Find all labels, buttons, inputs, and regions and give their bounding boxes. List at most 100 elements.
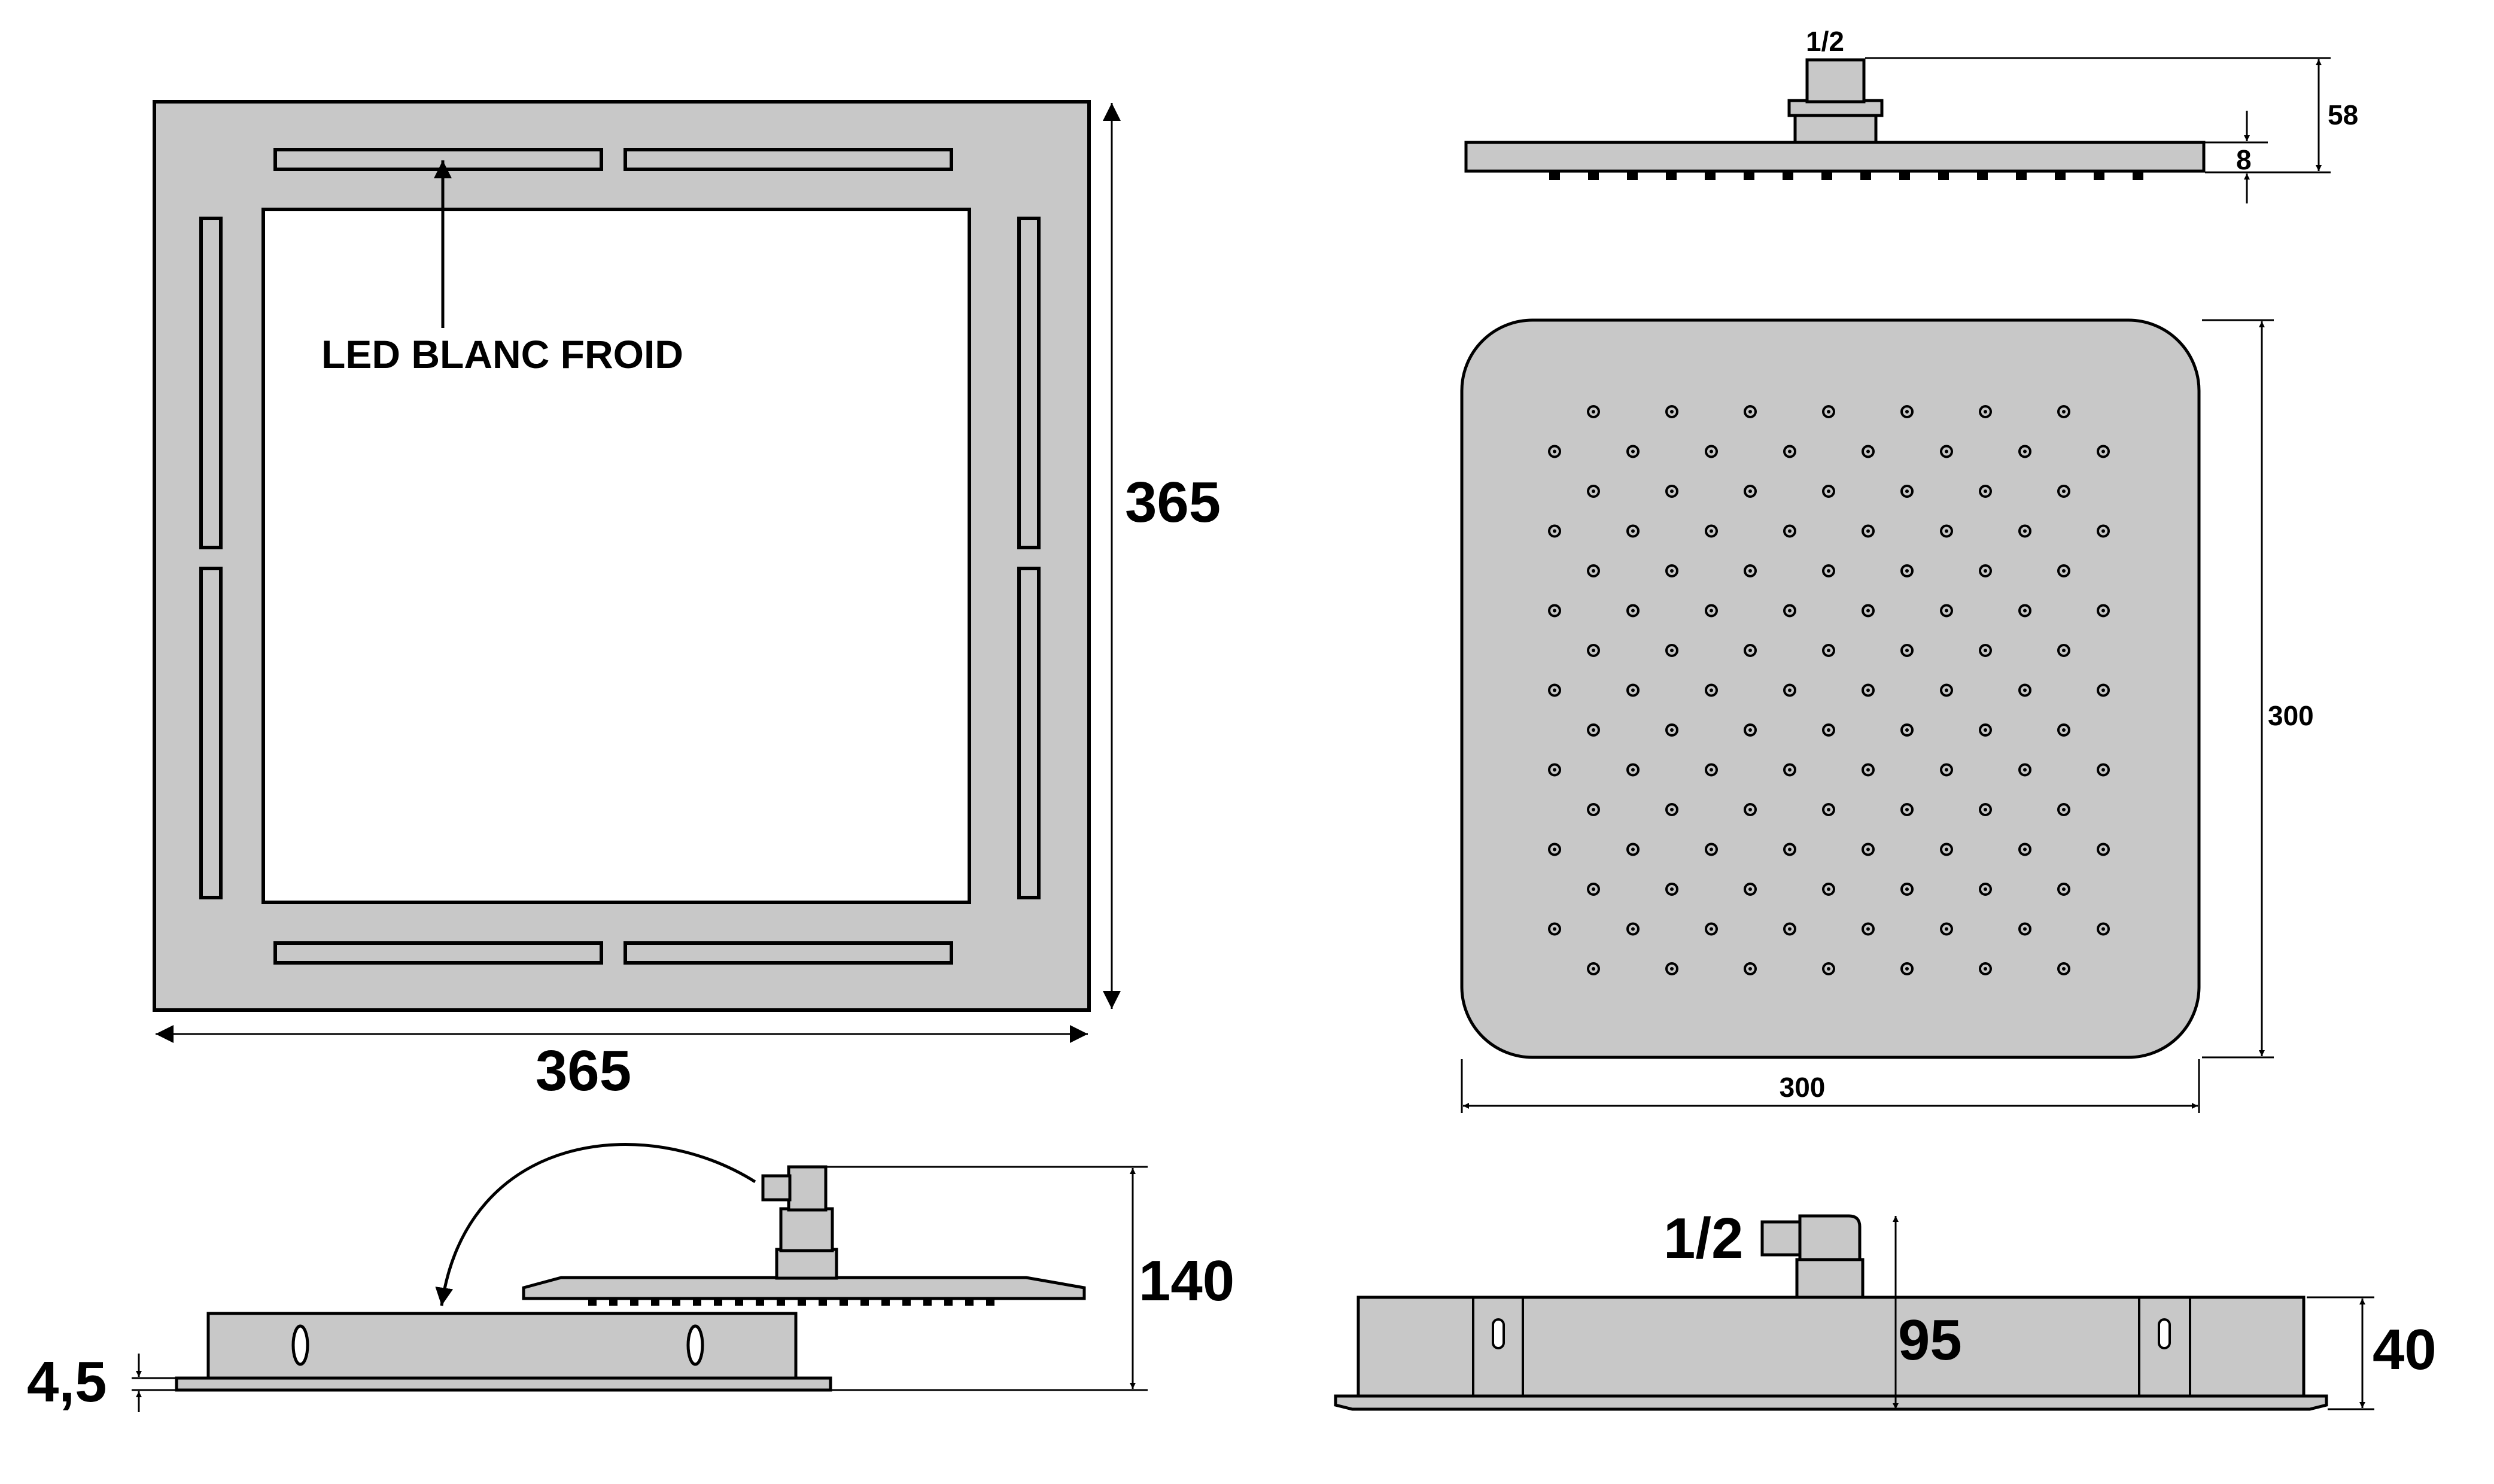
front-slot-right: [2158, 1318, 2171, 1349]
nozzle-center: [1748, 887, 1752, 891]
nozzle-center: [2101, 449, 2105, 454]
front-assembly-view: 1/2 95 40: [1334, 1206, 2437, 1411]
nozzle-center: [1553, 847, 1556, 852]
nozzle-center: [1788, 688, 1792, 692]
led-frame-view: LED BLANC FROID 365 365: [153, 100, 1221, 1103]
nozzle-center: [1670, 649, 1674, 652]
side-connector-nut: [779, 1207, 834, 1252]
nozzle-center: [1945, 768, 1948, 772]
nozzle-center: [2101, 927, 2105, 931]
slim-nozzle: [714, 1298, 722, 1306]
nozzle-center: [2023, 847, 2027, 852]
nozzle-center: [1866, 688, 1870, 692]
nozzle-center: [1553, 609, 1556, 613]
nozzle-center: [1984, 410, 1987, 413]
nozzle-center: [1945, 449, 1948, 454]
head-thread-label: 1/2: [1806, 26, 1844, 57]
nozzle-center: [1827, 728, 1830, 732]
nozzle-center: [1827, 967, 1830, 971]
nozzle-center: [1748, 808, 1752, 811]
nozzle-center: [1788, 609, 1792, 613]
side-total-height-label: 140: [1139, 1249, 1234, 1313]
nozzle-center: [2062, 489, 2066, 493]
box-slot-right: [686, 1324, 704, 1366]
led-strip-left-upper: [199, 217, 223, 549]
nozzle-center: [1592, 887, 1595, 891]
side-assembly-view: 140 4,5: [27, 1143, 1234, 1414]
nozzle-center: [1788, 927, 1792, 931]
nozzle-center: [1710, 927, 1713, 931]
profile-nozzle: [2094, 172, 2104, 180]
profile-nozzle: [1977, 172, 1988, 180]
slim-nozzle: [693, 1298, 701, 1306]
nozzle-center: [1984, 967, 1987, 971]
led-strip-bottom-right: [624, 941, 953, 965]
nozzle-center: [1631, 927, 1635, 931]
nozzle-center: [1905, 569, 1909, 573]
nozzle-center: [1945, 927, 1948, 931]
side-connector-inlet: [761, 1174, 792, 1202]
nozzle-center: [1984, 887, 1987, 891]
nozzle-center: [1945, 529, 1948, 533]
head-plate-thickness-label: 8: [2236, 144, 2252, 175]
nozzle-center: [1984, 649, 1987, 652]
slim-head-profile: [522, 1276, 1086, 1300]
nozzle-center: [1748, 967, 1752, 971]
frame-height-label: 365: [1125, 470, 1221, 534]
nozzle-center: [1553, 688, 1556, 692]
nozzle-center: [2062, 410, 2066, 413]
nozzle-center: [1710, 449, 1713, 454]
nozzle-center: [1710, 688, 1713, 692]
nozzle-center: [1905, 887, 1909, 891]
nozzle-center: [1905, 649, 1909, 652]
front-connector-elbow: [1798, 1214, 1862, 1261]
nozzle-center: [1748, 728, 1752, 732]
head-width-label: 300: [1780, 1072, 1826, 1103]
nozzle-center: [1984, 569, 1987, 573]
nozzle-center: [1827, 808, 1830, 811]
slim-nozzle: [735, 1298, 743, 1306]
nozzle-center: [1827, 569, 1830, 573]
led-strip-left-lower: [199, 567, 223, 899]
nozzle-center: [1710, 529, 1713, 533]
front-connector-nut: [1795, 1258, 1865, 1299]
profile-nozzle: [2133, 172, 2143, 180]
nozzle-center: [1984, 489, 1987, 493]
nozzle-center: [2062, 728, 2066, 732]
nozzle-center: [2101, 847, 2105, 852]
nozzle-center: [1827, 887, 1830, 891]
front-thread-label: 1/2: [1663, 1206, 1743, 1270]
nozzle-center: [1788, 529, 1792, 533]
led-strip-top-left: [273, 148, 603, 171]
slim-nozzle: [819, 1298, 827, 1306]
slim-nozzle: [944, 1298, 953, 1306]
profile-nozzle: [1783, 172, 1793, 180]
nozzle-center: [1553, 927, 1556, 931]
slim-nozzle: [860, 1298, 869, 1306]
mounting-plate: [175, 1376, 832, 1392]
nozzle-center: [1905, 728, 1909, 732]
slim-nozzle: [609, 1298, 618, 1306]
slim-nozzle: [651, 1298, 659, 1306]
slim-nozzle: [672, 1298, 680, 1306]
nozzle-center: [2062, 967, 2066, 971]
nozzle-center: [1670, 967, 1674, 971]
nozzle-center: [1592, 410, 1595, 413]
nozzle-center: [2023, 768, 2027, 772]
nozzle-center: [1788, 847, 1792, 852]
profile-nozzle: [1588, 172, 1599, 180]
slim-nozzle: [965, 1298, 974, 1306]
nozzle-center: [2062, 887, 2066, 891]
mounting-curve-arrow: [435, 1143, 756, 1306]
head-top-view: 300 300: [1460, 318, 2314, 1113]
nozzle-center: [2023, 609, 2027, 613]
nozzle-center: [1553, 768, 1556, 772]
nozzle-center: [1827, 489, 1830, 493]
nozzle-center: [1710, 768, 1713, 772]
slim-nozzle: [986, 1298, 994, 1306]
slim-nozzle: [798, 1298, 806, 1306]
profile-nozzle: [1705, 172, 1716, 180]
nozzle-center: [1553, 529, 1556, 533]
nozzle-center: [1866, 768, 1870, 772]
nozzle-center: [1670, 808, 1674, 811]
